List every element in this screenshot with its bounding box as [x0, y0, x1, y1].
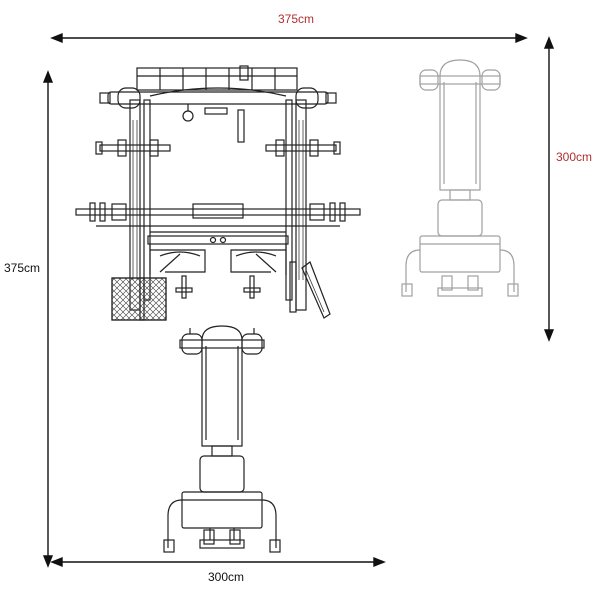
dimension-label-top-width: 375cm	[278, 12, 315, 26]
dimension-line-right	[543, 36, 555, 342]
dimension-label-bottom-width: 300cm	[208, 570, 245, 584]
dimension-line-left	[42, 70, 54, 568]
dimension-line-bottom	[50, 556, 386, 568]
dimension-label-left-height: 375cm	[4, 261, 41, 275]
power-rack-icon	[75, 65, 361, 321]
dimension-label-right-height: 300cm	[556, 150, 593, 164]
weight-bench-faded-icon	[401, 59, 519, 297]
weight-bench-icon	[163, 325, 281, 553]
dimension-line-top	[50, 32, 528, 44]
